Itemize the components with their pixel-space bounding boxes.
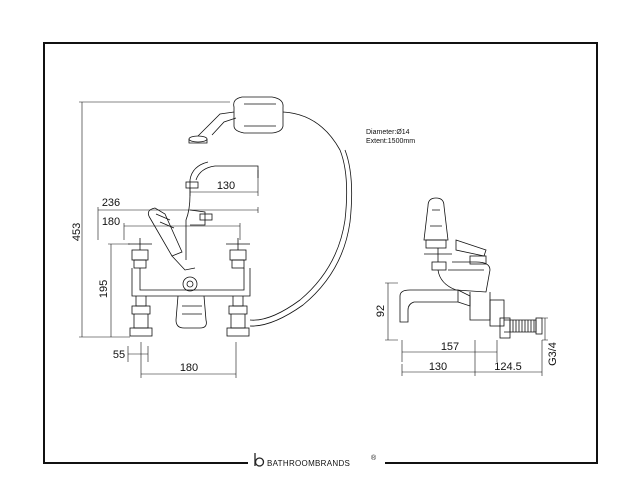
dim-centres-bottom: 180 xyxy=(180,362,198,374)
dim-side-bottom-right: 124.5 xyxy=(494,361,522,373)
right-valve xyxy=(226,238,250,337)
frame-border xyxy=(43,42,598,464)
mixer-body xyxy=(131,268,251,329)
shower-hose xyxy=(249,149,348,321)
brand-name: BATHROOMBRANDS xyxy=(267,459,350,468)
cradle-riser xyxy=(185,161,259,260)
dim-offset-bottom: 55 xyxy=(113,349,125,361)
thread-rings xyxy=(509,320,535,332)
handset xyxy=(188,96,341,151)
brand-registered-mark: ® xyxy=(371,454,377,462)
dim-side-height: 92 xyxy=(375,305,387,317)
brand-mark-icon xyxy=(254,453,265,467)
diverter-lever xyxy=(147,207,196,271)
side-handle xyxy=(423,197,452,271)
dim-side-bottom-left: 130 xyxy=(429,361,447,373)
front-view xyxy=(128,96,353,337)
dim-height-total: 453 xyxy=(71,223,83,241)
hose-extent-note: Extent:1500mm xyxy=(366,138,415,145)
hose-diameter-note: Diameter:Ø14 xyxy=(366,129,410,136)
dim-side-spout: 157 xyxy=(441,341,459,353)
side-view xyxy=(399,197,543,339)
dim-thread: G3/4 xyxy=(547,342,559,366)
dim-width-overall: 236 xyxy=(102,197,120,209)
side-dimension-lines xyxy=(385,282,548,376)
dim-height-valve: 195 xyxy=(98,280,110,298)
dim-width-inner: 180 xyxy=(102,216,120,228)
front-dimension-lines xyxy=(79,101,259,378)
brand-logo: BATHROOMBRANDS ® xyxy=(254,453,377,468)
dim-width-handset: 130 xyxy=(217,180,235,192)
left-valve xyxy=(128,238,153,337)
